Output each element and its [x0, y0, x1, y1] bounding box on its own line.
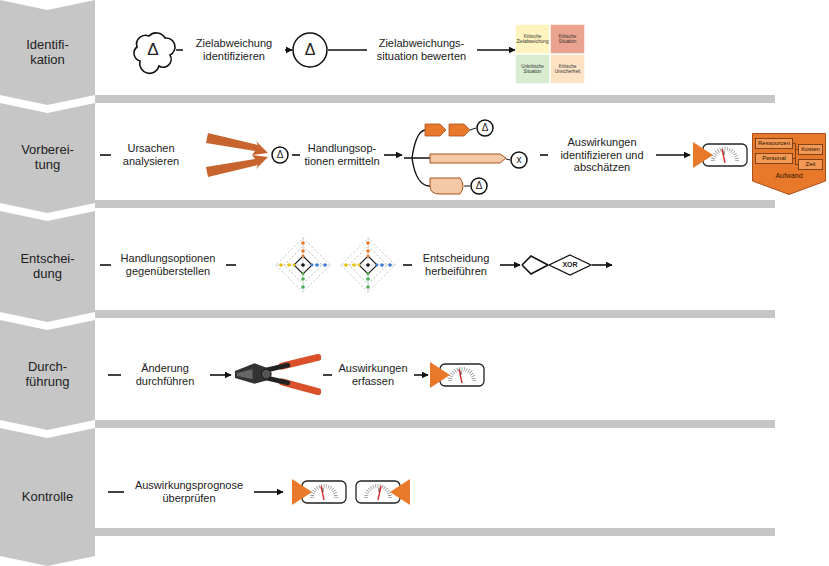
step-label: Entscheidung herbeiführen — [414, 252, 498, 277]
node-text: Kosten — [801, 146, 820, 153]
node-text: Δ — [476, 180, 483, 192]
step-label: Ursachen analysieren — [115, 142, 187, 167]
xor-gateway: XOR — [548, 254, 592, 276]
option-radar — [340, 237, 396, 293]
node-text: Δ — [305, 41, 316, 59]
matrix-cell: Unkritische Situation — [515, 54, 550, 84]
phase-chevron: Vorberei- tung — [0, 103, 95, 213]
effort-item: Kosten — [798, 144, 823, 155]
cause-arrows — [206, 133, 268, 177]
phase-chevron: Kontrolle — [0, 428, 95, 566]
effort-box: Aufwand RessourcenKostenPersonalZeit — [752, 133, 826, 195]
option-radar — [275, 237, 331, 293]
step-label: Handlungsop- tionen ermitteln — [302, 142, 382, 167]
matrix-cell: Kritische Unsicherheit — [550, 54, 585, 84]
node-text: Vorberei- tung — [11, 143, 85, 173]
row-bar — [95, 95, 775, 536]
effort-item: Zeit — [798, 159, 823, 170]
node-text: Δ — [482, 122, 489, 134]
pliers-icon — [235, 357, 318, 391]
phase-chevron: Identifi- kation — [0, 0, 95, 105]
step-label: Änderung durchführen — [124, 362, 206, 387]
node-text: Aufwand — [775, 172, 802, 180]
node-text: Identifi- kation — [11, 38, 85, 68]
delta-circle: Δ — [470, 177, 488, 195]
effort-item: Personal — [755, 153, 793, 164]
node-text: Kontrolle — [22, 490, 73, 505]
step-label: Auswirkungen erfassen — [334, 362, 412, 387]
node-text: Ressourcen — [758, 140, 790, 147]
node-text: Kritische Unsicherheit — [551, 64, 584, 74]
node-text: Durch- führung — [11, 360, 85, 390]
situation-matrix: Kritische ZielabweichungKritische Situat… — [515, 24, 585, 84]
delta-circle: Δ — [292, 32, 328, 68]
delta-circle: Δ — [271, 146, 289, 164]
matrix-cell: Kritische Situation — [550, 24, 585, 54]
node-text: Kritische Situation — [551, 34, 584, 44]
node-text: Kritische Zielabweichung — [516, 34, 549, 44]
deviation-cloud: Δ — [130, 30, 176, 70]
flow-lines — [100, 155, 690, 492]
edge-label: Zielabweichungs- situation bewerten — [367, 37, 477, 62]
phase-chevron: Durch- führung — [0, 320, 95, 430]
delta-circle: x — [510, 151, 528, 169]
step-label: Auswirkungen identifizieren und abschätz… — [550, 136, 654, 174]
node-text: XOR — [562, 261, 577, 269]
node-text: Zeit — [805, 161, 815, 168]
options-icon — [404, 124, 510, 194]
node-text: Unkritische Situation — [516, 64, 549, 74]
delta-circle: Δ — [476, 119, 494, 137]
node-text: Personal — [762, 155, 786, 162]
impact-gauge — [292, 479, 346, 505]
edge-label: Zielabweichung identifizieren — [183, 37, 285, 62]
node-text: Δ — [277, 149, 284, 161]
impact-gauge — [430, 362, 484, 388]
phase-chevron: Entschei- dung — [0, 211, 95, 322]
impact-gauge — [356, 479, 410, 505]
effort-item: Ressourcen — [755, 138, 793, 149]
node-text: x — [517, 154, 522, 166]
node-text: Entschei- dung — [11, 252, 85, 282]
step-label: Handlungsoptionen gegenüberstellen — [113, 252, 223, 277]
node-text: Δ — [147, 40, 158, 60]
step-label: Auswirkungsprognose überprüfen — [127, 479, 251, 504]
impact-gauge — [693, 142, 747, 168]
matrix-cell: Kritische Zielabweichung — [515, 24, 550, 54]
